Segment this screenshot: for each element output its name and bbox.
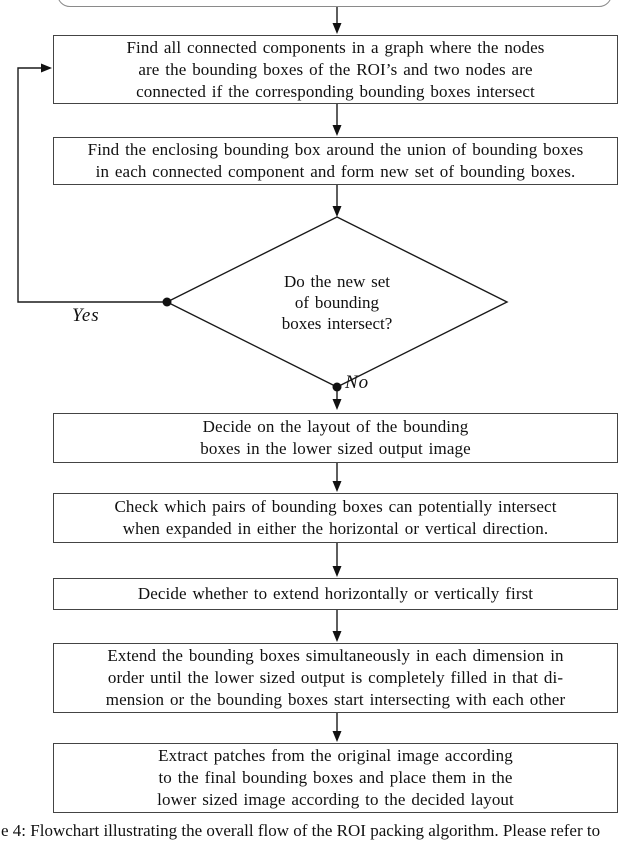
process-box-line: when expanded in either the horizontal o… <box>122 519 549 538</box>
connector-yes-feedback <box>17 67 167 303</box>
process-box-line: in each connected component and form new… <box>95 162 576 181</box>
junction-dot <box>162 297 172 307</box>
start-node <box>57 0 612 7</box>
decision-line: Do the new set <box>283 272 390 291</box>
arrowhead-icon <box>41 63 52 73</box>
yes-branch-label: Yes <box>72 305 100 326</box>
decision-line: of bounding <box>294 293 380 312</box>
junction-dot <box>332 382 342 392</box>
process-box-line: are the bounding boxes of the ROI’s and … <box>138 59 533 79</box>
process-box-line: Check which pairs of bounding boxes can … <box>114 497 557 516</box>
process-box-line: Decide whether to extend horizontally or… <box>137 584 534 603</box>
process-box-extract-patches: Extract patches from the original image … <box>53 743 618 813</box>
decision-text: Do the new set of bounding boxes interse… <box>217 271 457 334</box>
no-branch-label: No <box>345 372 370 393</box>
arrowhead-icon <box>332 206 342 217</box>
process-box-line: mension or the bounding boxes start inte… <box>105 690 566 709</box>
process-box-connected-components: Find all connected components in a graph… <box>53 35 618 104</box>
process-box-line: Decide on the layout of the bounding <box>202 417 469 436</box>
process-box-decide-direction: Decide whether to extend horizontally or… <box>53 578 618 610</box>
process-box-line: connected if the corresponding bounding … <box>136 81 535 101</box>
arrowhead-icon <box>332 731 342 742</box>
decision-line: boxes intersect? <box>281 314 393 333</box>
process-box-line: order until the lower sized output is co… <box>107 668 564 687</box>
process-box-line: to the final bounding boxes and place th… <box>158 768 513 787</box>
process-box-line: Find the enclosing bounding box around t… <box>87 140 584 159</box>
process-box-line: Find all connected components in a graph… <box>126 37 545 57</box>
process-box-line: boxes in the lower sized output image <box>200 439 471 458</box>
arrowhead-icon <box>332 125 342 136</box>
process-box-line: lower sized image according to the decid… <box>157 790 514 809</box>
arrowhead-icon <box>332 631 342 642</box>
arrowhead-icon <box>332 566 342 577</box>
process-box-line: Extend the bounding boxes simultaneously… <box>107 646 564 665</box>
arrowhead-icon <box>332 399 342 410</box>
process-box-check-pairs: Check which pairs of bounding boxes can … <box>53 493 618 543</box>
process-box-enclosing-bbox: Find the enclosing bounding box around t… <box>53 137 618 185</box>
process-box-line: Extract patches from the original image … <box>158 746 513 765</box>
process-box-extend-boxes: Extend the bounding boxes simultaneously… <box>53 643 618 713</box>
figure-caption: e 4: Flowchart illustrating the overall … <box>1 821 601 840</box>
process-box-decide-layout: Decide on the layout of the bounding box… <box>53 413 618 463</box>
arrowhead-icon <box>332 23 342 34</box>
arrowhead-icon <box>332 481 342 492</box>
